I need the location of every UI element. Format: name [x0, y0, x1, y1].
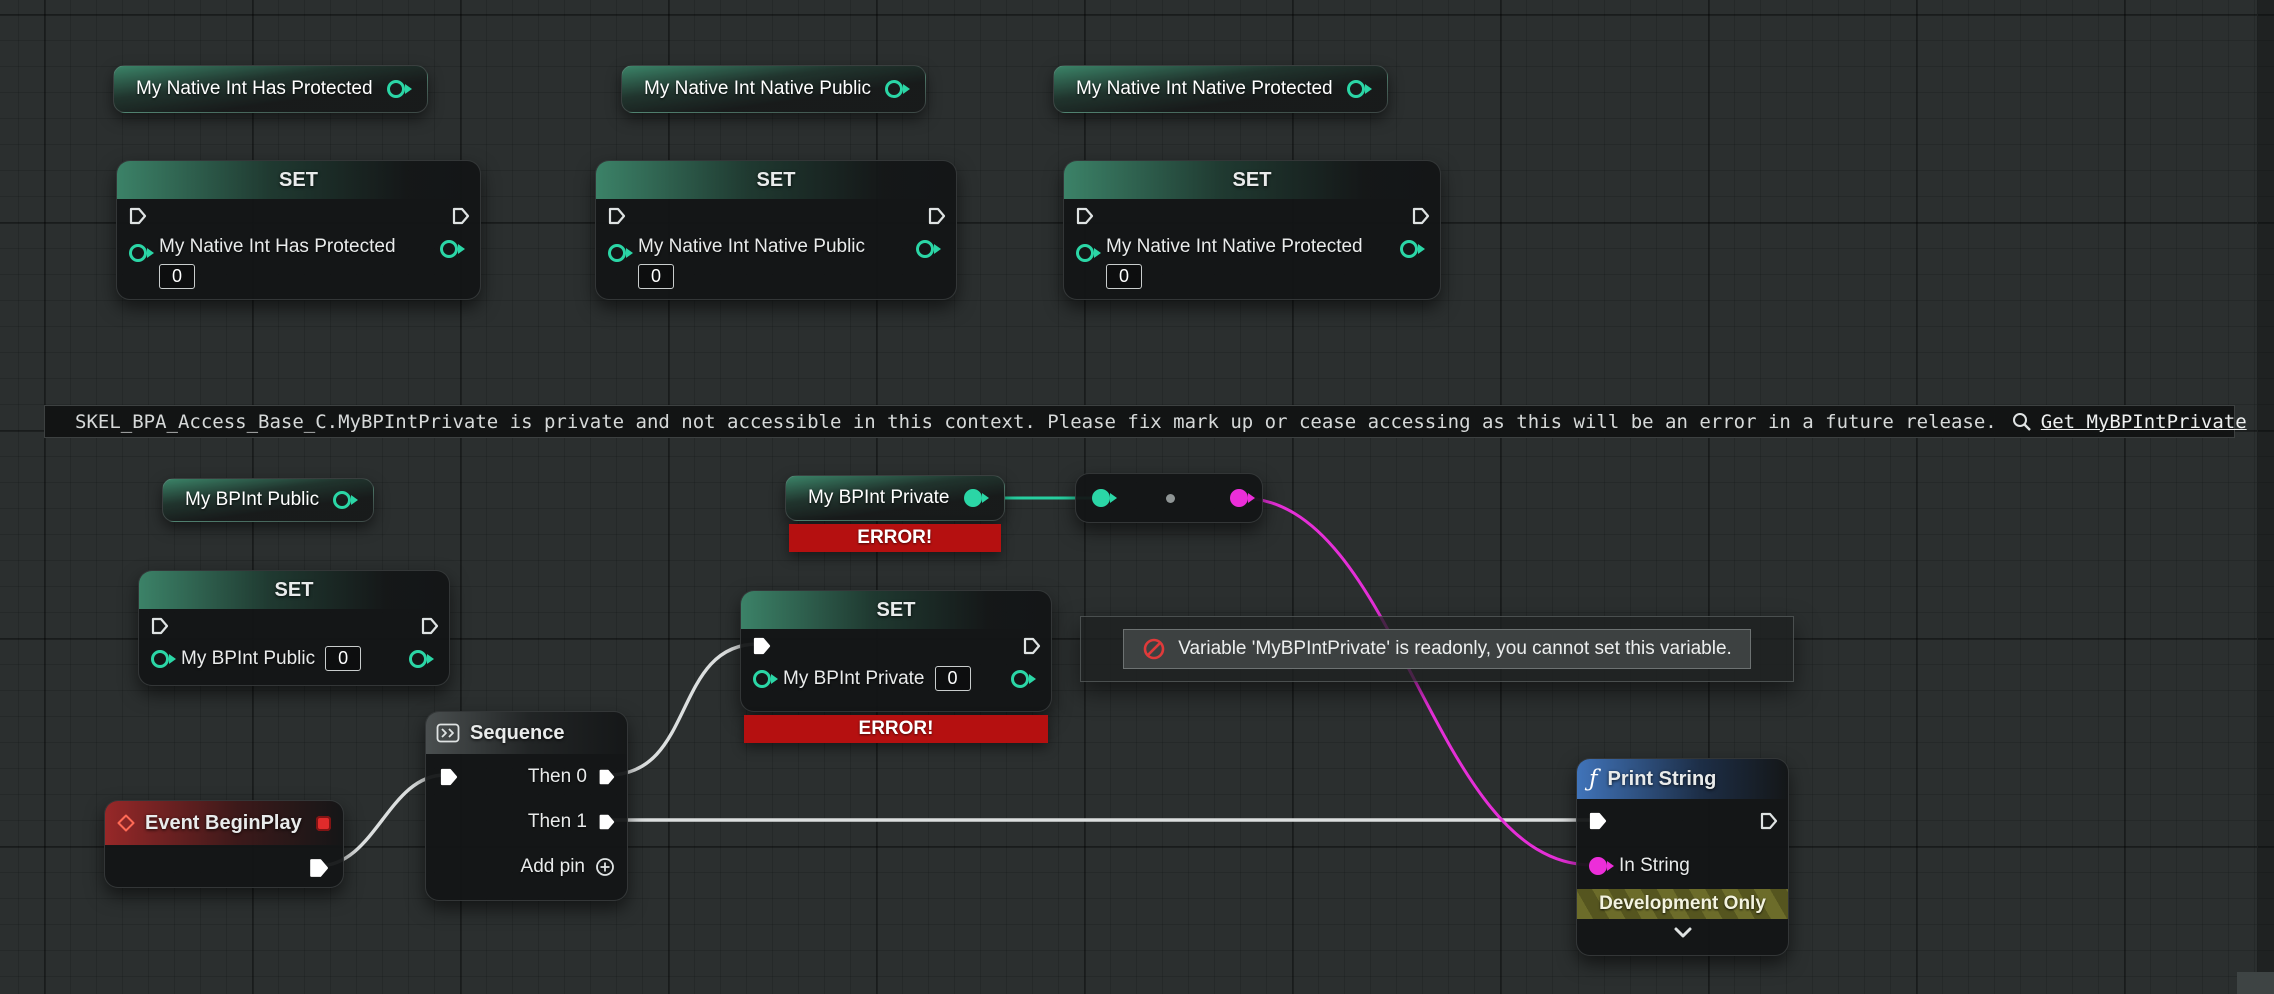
getter-label: My Native Int Native Protected [1076, 78, 1333, 99]
data-in-pin[interactable] [753, 669, 771, 688]
exec-out-pin[interactable] [1021, 636, 1041, 656]
exec-in-pin[interactable] [438, 767, 458, 787]
set-node-my-native-int-native-public[interactable]: SET My Native Int Native Public 0 [595, 160, 957, 300]
value-input[interactable]: 0 [934, 666, 971, 691]
scrollbar-corner [2237, 972, 2274, 994]
data-out-pin[interactable] [885, 80, 904, 98]
exec-out-pin-then0[interactable] [597, 768, 615, 786]
exec-out-pin[interactable] [419, 616, 439, 636]
value-input[interactable]: 0 [325, 646, 362, 671]
getter-node-my-native-int-native-public[interactable]: My Native Int Native Public [621, 65, 927, 113]
exec-out-pin[interactable] [450, 206, 470, 226]
set-node-header: SET [1064, 161, 1440, 199]
data-out-pin[interactable] [1346, 80, 1365, 98]
value-input[interactable]: 0 [638, 264, 674, 289]
set-node-my-native-int-native-protected[interactable]: SET My Native Int Native Protected 0 [1063, 160, 1441, 300]
delegate-pin[interactable] [316, 815, 331, 831]
development-only-banner: Development Only [1577, 889, 1788, 919]
data-out-pin[interactable] [1011, 669, 1029, 688]
set-node-my-native-int-has-protected[interactable]: SET My Native Int Has Protected 0 [116, 160, 481, 300]
add-pin-icon[interactable] [595, 857, 615, 877]
exec-out-pin[interactable] [307, 857, 329, 879]
exec-in-pin[interactable] [751, 636, 771, 656]
chevron-down-icon [1674, 927, 1691, 938]
set-node-header: SET [741, 591, 1051, 629]
data-out-pin[interactable] [916, 240, 934, 258]
getter-error-banner: ERROR! [789, 524, 1001, 552]
getter-label: My BPInt Public [185, 489, 320, 510]
node-title: Print String [1607, 767, 1717, 790]
add-pin-label: Add pin [520, 855, 585, 877]
event-icon [117, 814, 135, 832]
data-in-pin[interactable] [1076, 244, 1094, 262]
search-icon [2012, 412, 2031, 431]
set-node-header: SET [117, 161, 480, 199]
exec-in-pin[interactable] [606, 206, 626, 226]
set-node-header: SET [139, 571, 449, 609]
readonly-tooltip: Variable 'MyBPIntPrivate' is readonly, y… [1080, 616, 1794, 682]
scrollbar-vertical[interactable] [2257, 0, 2274, 994]
node-title: Event BeginPlay [145, 811, 302, 834]
print-string-node[interactable]: ƒ Print String In String Development Onl… [1576, 758, 1789, 956]
data-out-pin[interactable] [333, 491, 352, 509]
set-error-banner: ERROR! [744, 715, 1048, 743]
getter-label: My BPInt Private [808, 487, 950, 508]
advanced-pins-toggle[interactable] [1577, 919, 1788, 947]
data-out-pin[interactable] [440, 240, 458, 258]
exec-in-pin[interactable] [127, 206, 147, 226]
conversion-dot [1165, 493, 1175, 503]
pin-label: My BPInt Private [783, 667, 925, 689]
exec-out-pin-then1[interactable] [597, 813, 615, 831]
pin-label: My BPInt Public [181, 647, 316, 669]
getter-node-my-bpint-private[interactable]: My BPInt Private ERROR! [785, 475, 1005, 552]
pin-label: Then 1 [527, 810, 587, 832]
data-out-pin[interactable] [963, 489, 982, 507]
set-node-my-bpint-public[interactable]: SET My BPInt Public 0 [138, 570, 450, 686]
function-icon: ƒ [1589, 766, 1598, 792]
data-out-pin[interactable] [1400, 240, 1418, 258]
pin-label: In String [1619, 855, 1690, 876]
warning-link[interactable]: Get MyBPIntPrivate [2011, 411, 2247, 433]
sequence-icon [436, 723, 460, 743]
event-beginplay-node[interactable]: Event BeginPlay [104, 800, 344, 888]
compiler-warning-bar: SKEL_BPA_Access_Base_C.MyBPIntPrivate is… [44, 405, 2247, 438]
exec-out-pin[interactable] [926, 206, 946, 226]
getter-node-my-native-int-has-protected[interactable]: My Native Int Has Protected [113, 65, 428, 113]
data-out-pin[interactable] [409, 649, 427, 668]
node-title: Sequence [470, 721, 565, 744]
exec-in-pin[interactable] [1074, 206, 1094, 226]
wire-then0-to-set-private[interactable] [607, 642, 759, 777]
exec-in-pin[interactable] [1587, 811, 1607, 831]
value-input[interactable]: 0 [159, 264, 195, 289]
set-node-header: SET [596, 161, 956, 199]
getter-label: My Native Int Native Public [644, 78, 872, 99]
exec-in-pin[interactable] [149, 616, 169, 636]
warning-message: SKEL_BPA_Access_Base_C.MyBPIntPrivate is… [75, 410, 1997, 433]
data-in-pin[interactable] [608, 244, 626, 262]
pin-label: My Native Int Native Protected [1106, 236, 1363, 257]
value-input[interactable]: 0 [1106, 264, 1142, 289]
no-entry-icon [1143, 638, 1165, 660]
sequence-node[interactable]: Sequence Then 0 Then 1 Add pin [425, 711, 628, 901]
data-in-pin[interactable] [151, 649, 169, 668]
pin-label: My Native Int Native Public [638, 236, 866, 257]
getter-node-my-native-int-native-protected[interactable]: My Native Int Native Protected [1053, 65, 1388, 113]
pin-label: My Native Int Has Protected [159, 236, 396, 257]
pin-label: Then 0 [527, 765, 587, 787]
warning-link-label[interactable]: Get MyBPIntPrivate [2040, 410, 2247, 433]
data-in-pin[interactable] [129, 244, 147, 262]
exec-out-pin[interactable] [1410, 206, 1430, 226]
set-node-my-bpint-private[interactable]: SET My BPInt Private 0 ERROR! [740, 590, 1052, 743]
data-out-pin[interactable] [386, 80, 405, 98]
readonly-tooltip-text: Variable 'MyBPIntPrivate' is readonly, y… [1178, 638, 1732, 659]
data-in-pin-instring[interactable] [1589, 857, 1607, 875]
readonly-tooltip-box: Variable 'MyBPIntPrivate' is readonly, y… [1123, 629, 1751, 669]
conversion-node[interactable] [1075, 473, 1263, 523]
getter-label: My Native Int Has Protected [136, 78, 373, 99]
data-out-pin[interactable] [1230, 489, 1248, 507]
getter-node-my-bpint-public[interactable]: My BPInt Public [162, 478, 375, 522]
exec-out-pin[interactable] [1758, 811, 1778, 831]
data-in-pin[interactable] [1092, 489, 1110, 507]
